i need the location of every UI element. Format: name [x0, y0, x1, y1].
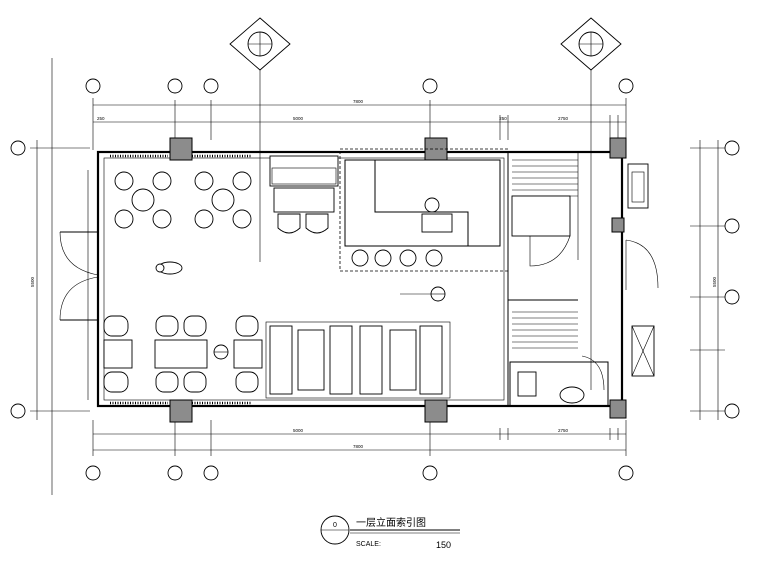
bar-counter — [339, 148, 509, 272]
svg-text:7800: 7800 — [353, 99, 364, 104]
round-table-set-1 — [114, 171, 172, 229]
svg-text:5000: 5000 — [293, 428, 304, 433]
window-hatching — [110, 154, 252, 405]
scale-label: SCALE: — [356, 541, 381, 548]
washroom — [509, 361, 609, 407]
booth-seating — [265, 321, 451, 399]
elevation-index-marker-left — [229, 17, 291, 262]
right-fixtures — [625, 163, 659, 377]
svg-text:250: 250 — [499, 116, 507, 121]
person-figure — [155, 261, 183, 275]
bottom-dimension-lines: 5000 2750 7800 — [92, 420, 627, 456]
drawing-title: 一层立面索引图 — [356, 516, 426, 529]
right-dimension-lines: 5500 — [690, 140, 725, 420]
section-mark-number: 0 — [333, 522, 337, 529]
elevation-index-marker-right — [560, 17, 622, 390]
drawing-title-block: 0 一层立面索引图 SCALE: 150 — [320, 515, 460, 550]
staircase-lower — [507, 300, 605, 406]
svg-text:5500: 5500 — [30, 276, 35, 287]
round-table-set-2 — [194, 171, 252, 229]
left-dimension-lines: 5500 — [30, 140, 90, 420]
axis-bubbles — [10, 78, 740, 481]
square-table-set-2 — [154, 315, 208, 393]
svg-text:5000: 5000 — [293, 116, 304, 121]
svg-text:5500: 5500 — [712, 276, 717, 287]
svg-text:250: 250 — [97, 116, 105, 121]
elevation-marker-small — [213, 344, 229, 360]
svg-text:7800: 7800 — [353, 444, 364, 449]
staircase-upper — [507, 152, 579, 301]
section-marker — [400, 286, 446, 302]
svg-text:2750: 2750 — [558, 116, 569, 121]
entry-door — [59, 170, 99, 400]
square-table-set-3 — [233, 315, 263, 393]
square-table-set-1 — [103, 315, 133, 393]
svg-text:2750: 2750 — [558, 428, 569, 433]
sofa-lounge — [269, 155, 339, 234]
top-dimension-lines: 7800 5000 250 2750 250 — [92, 98, 627, 150]
scale-value: 150 — [436, 540, 451, 550]
